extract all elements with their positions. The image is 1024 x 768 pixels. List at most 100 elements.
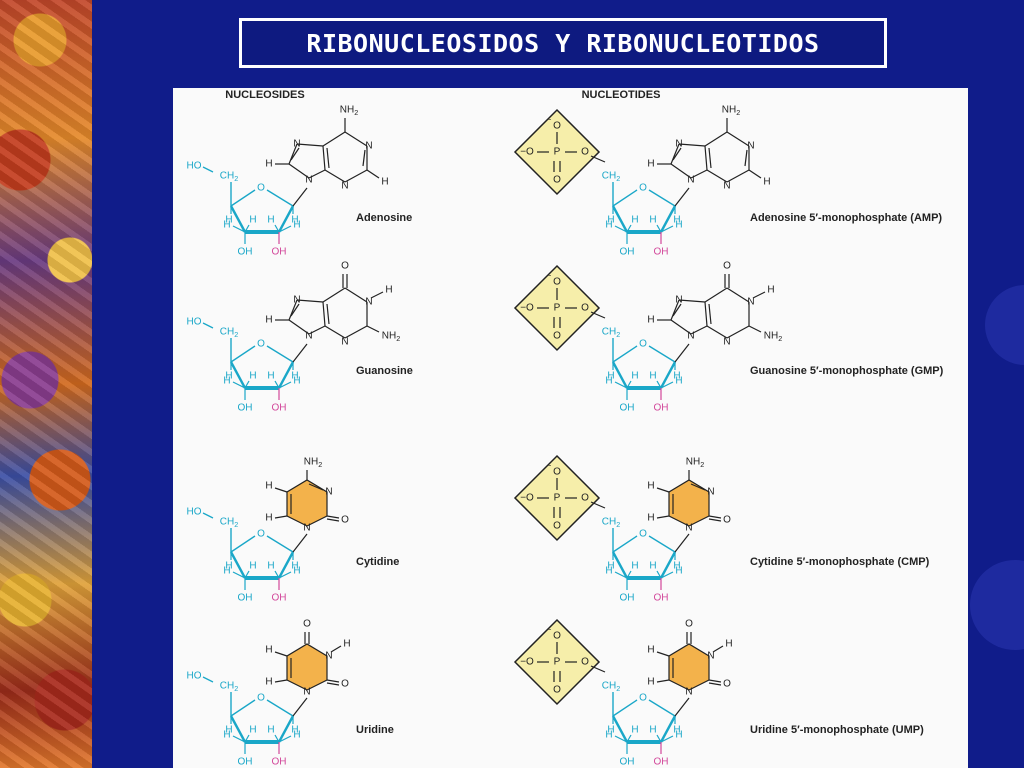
ch2-label: CH2 [602, 517, 620, 529]
phosphorus-label: P [554, 493, 561, 504]
bond-line [296, 299, 324, 303]
amino-label: NH2 [722, 105, 740, 117]
bond-line [614, 735, 628, 743]
nucleoside-name: Cytidine [356, 556, 399, 568]
bond-line [232, 735, 246, 743]
bond-line [230, 699, 256, 717]
ch2-label: CH2 [220, 517, 238, 529]
bond-line [708, 147, 712, 169]
bond-line [674, 343, 690, 363]
nitrogen-label: N [293, 295, 300, 306]
bond-line [674, 187, 690, 207]
bond-line [690, 483, 706, 491]
h-label: H [293, 376, 300, 387]
nitrogen-label: N [707, 487, 714, 498]
bond-line [278, 735, 292, 743]
hydroxyl-3-label: OH [238, 593, 253, 604]
nucleotide-name: Guanosine 5′-monophosphate (GMP) [750, 365, 944, 377]
bond-line [244, 734, 250, 743]
charge-label: − [547, 271, 552, 280]
hydroxyl-5-label: HO [187, 671, 202, 682]
nitrogen-label: N [723, 181, 730, 192]
h-label: H [675, 730, 682, 741]
bond-line [704, 287, 728, 303]
h-label: H [673, 725, 680, 736]
bond-line [590, 501, 606, 509]
hydroxyl-3-label: OH [620, 593, 635, 604]
h-label: H [607, 725, 614, 736]
bond-line [612, 345, 638, 363]
nitrogen-label: N [305, 175, 312, 186]
h-label: H [225, 215, 232, 226]
bond-line [274, 679, 288, 683]
hydroxyl-2-label: OH [654, 757, 669, 768]
hydroxyl-2-label: OH [272, 757, 287, 768]
bond-line [324, 325, 346, 339]
phosphate-oxygen-label: O [553, 685, 561, 696]
bond-line [229, 551, 247, 579]
ch2-label: CH2 [220, 681, 238, 693]
nitrogen-label: N [747, 141, 754, 152]
bond-line [244, 380, 250, 389]
phosphate-oxygen-label: −O [520, 657, 534, 668]
bond-line [748, 169, 762, 179]
nitrogen-label: N [325, 487, 332, 498]
bond-line [744, 149, 748, 167]
bond-line [292, 697, 308, 717]
bond-line [670, 143, 680, 165]
nitrogen-label: N [325, 651, 332, 662]
bond-line [278, 381, 292, 389]
bond-line [660, 571, 674, 579]
h-label: H [381, 177, 388, 188]
h-label: H [673, 561, 680, 572]
bond-line [296, 143, 324, 147]
bond-line [678, 143, 706, 147]
bond-line [656, 487, 670, 493]
h-label: H [647, 513, 654, 524]
bond-line [656, 734, 662, 743]
bond-line [590, 155, 606, 163]
ch2-label: CH2 [602, 171, 620, 183]
nitrogen-label: N [303, 523, 310, 534]
bond-line [344, 169, 368, 183]
bond-line [726, 131, 750, 147]
bond-line [344, 131, 368, 147]
bond-line [277, 715, 295, 743]
slide-title: RIBONUCLEOSIDOS Y RIBONUCLEOTIDOS [306, 28, 820, 58]
carbonyl-oxygen-label: O [723, 261, 731, 272]
h-label: H [649, 561, 656, 572]
bond-line [308, 325, 326, 335]
bond-line [288, 319, 310, 335]
hydroxyl-3-label: OH [238, 757, 253, 768]
hydroxyl-5-label: HO [187, 317, 202, 328]
h-label: H [293, 730, 300, 741]
bond-line [202, 676, 214, 683]
bond-line [708, 303, 712, 325]
nucleotide-name: Cytidine 5′-monophosphate (CMP) [750, 556, 930, 568]
ring-oxygen-label: O [257, 693, 265, 704]
bond-line [726, 325, 750, 339]
bond-line [626, 224, 632, 233]
phosphate-oxygen-label: O [553, 521, 561, 532]
nitrogen-label: N [685, 523, 692, 534]
h-label: H [675, 376, 682, 387]
nitrogen-label: N [675, 295, 682, 306]
hydroxyl-5-label: HO [187, 161, 202, 172]
h-label: H [343, 639, 350, 650]
bond-line [656, 679, 670, 683]
bond-line [656, 651, 670, 657]
bond-line [648, 699, 676, 717]
nitrogen-label: N [303, 687, 310, 698]
bond-line [670, 299, 680, 321]
bond-line [326, 682, 340, 686]
carbonyl-oxygen-label: O [341, 515, 349, 526]
bond-line [748, 325, 762, 333]
bond-line [690, 169, 708, 179]
ring-oxygen-label: O [257, 339, 265, 350]
amino-label: NH2 [686, 457, 704, 469]
ring-oxygen-label: O [639, 529, 647, 540]
bond-line [370, 291, 384, 299]
h-label: H [605, 376, 612, 387]
bond-line [288, 143, 298, 165]
